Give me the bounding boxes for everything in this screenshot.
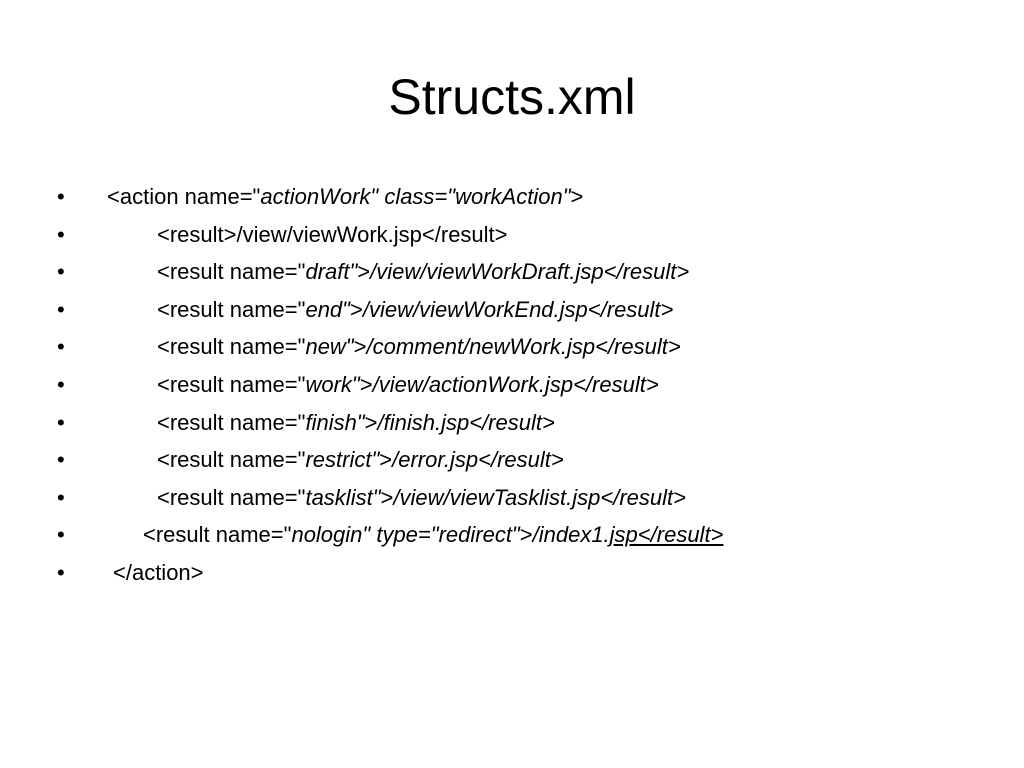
code-segment: /view/viewTasklist.jsp</result> [393,484,686,510]
code-line: <result name="end">/view/viewWorkEnd.jsp… [157,291,673,329]
code-segment: /finish.jsp</result> [377,409,555,435]
code-segment: /error.jsp</result> [392,447,564,473]
code-line: </action> [113,554,204,592]
code-segment: <result name=" [143,522,292,548]
code-line: <result name="new">/comment/newWork.jsp<… [157,328,681,366]
code-segment: /view/viewWorkEnd.jsp</result> [362,296,674,322]
bullet-item: • <result name="draft">/view/viewWorkDra… [57,253,997,291]
bullet-item: • <result name="finish">/finish.jsp</res… [57,404,997,442]
code-segment: new" [305,334,354,360]
code-segment: > [379,447,393,473]
code-line: <result>/view/viewWork.jsp</result> [157,216,508,254]
bullet-icon: • [57,334,65,360]
code-segment: <result name=" [157,334,306,360]
code-line: <result name="nologin" type="redirect">/… [143,516,723,554]
bullet-icon: • [57,296,65,322]
code-segment: </action> [113,559,204,585]
code-line: <result name="finish">/finish.jsp</resul… [157,404,555,442]
code-segment: /view/viewWorkDraft.jsp</result> [370,259,690,285]
bullet-item: • <action name="actionWork" class="workA… [57,178,997,216]
code-line: <result name="work">/view/actionWork.jsp… [157,366,659,404]
code-segment: > [519,522,533,548]
code-segment: > [353,334,367,360]
code-segment: nologin" type="redirect" [291,522,520,548]
code-segment: jsp</result> [609,522,724,548]
bullet-item: • <result>/view/viewWork.jsp</result> [57,216,997,254]
code-segment: end" [305,296,350,322]
code-segment: finish" [305,409,365,435]
bullet-icon: • [57,409,65,435]
code-segment: <result name=" [157,447,306,473]
code-segment: <result name=" [157,409,306,435]
bullet-item: • <result name="restrict">/error.jsp</re… [57,441,997,479]
code-segment: <result name=" [157,296,306,322]
bullet-list: • <action name="actionWork" class="workA… [57,178,997,592]
code-segment: <result>/view/viewWork.jsp</result> [157,221,508,247]
bullet-icon: • [57,522,65,548]
code-segment: > [359,371,373,397]
code-segment: <result name=" [157,484,306,510]
bullet-icon: • [57,259,65,285]
code-segment: /index1. [532,522,610,548]
code-line: <result name="restrict">/error.jsp</resu… [157,441,564,479]
code-segment: /view/actionWork.jsp</result> [372,371,659,397]
code-segment: <result name=" [157,371,306,397]
bullet-item: • <result name="end">/view/viewWorkEnd.j… [57,291,997,329]
code-segment: > [349,296,363,322]
bullet-icon: • [57,559,65,585]
code-segment: actionWork" class="workAction" [260,184,571,209]
bullet-item: • <result name="nologin" type="redirect"… [57,516,997,554]
bullet-icon: • [57,484,65,510]
code-segment: > [364,409,378,435]
code-line: <action name="actionWork" class="workAct… [107,178,583,216]
bullet-icon: • [57,221,65,247]
code-segment: restrict" [305,447,380,473]
code-segment: > [380,484,394,510]
bullet-icon: • [57,447,65,473]
code-segment: > [357,259,371,285]
code-segment: > [570,184,584,209]
slide-title: Structs.xml [388,69,636,125]
bullet-item: • </action> [57,554,997,592]
bullet-icon: • [57,371,65,397]
bullet-item: • <result name="work">/view/actionWork.j… [57,366,997,404]
code-segment: draft" [305,259,358,285]
bullet-item: • <result name="new">/comment/newWork.js… [57,328,997,366]
code-segment: <action name=" [107,184,261,209]
code-segment: tasklist" [305,484,381,510]
code-segment: work" [305,371,360,397]
code-segment: /comment/newWork.jsp</result> [366,334,681,360]
bullet-item: • <result name="tasklist">/view/viewTask… [57,479,997,517]
code-line: <result name="draft">/view/viewWorkDraft… [157,253,689,291]
code-segment: <result name=" [157,259,306,285]
code-line: <result name="tasklist">/view/viewTaskli… [157,479,686,517]
bullet-icon: • [57,184,65,209]
